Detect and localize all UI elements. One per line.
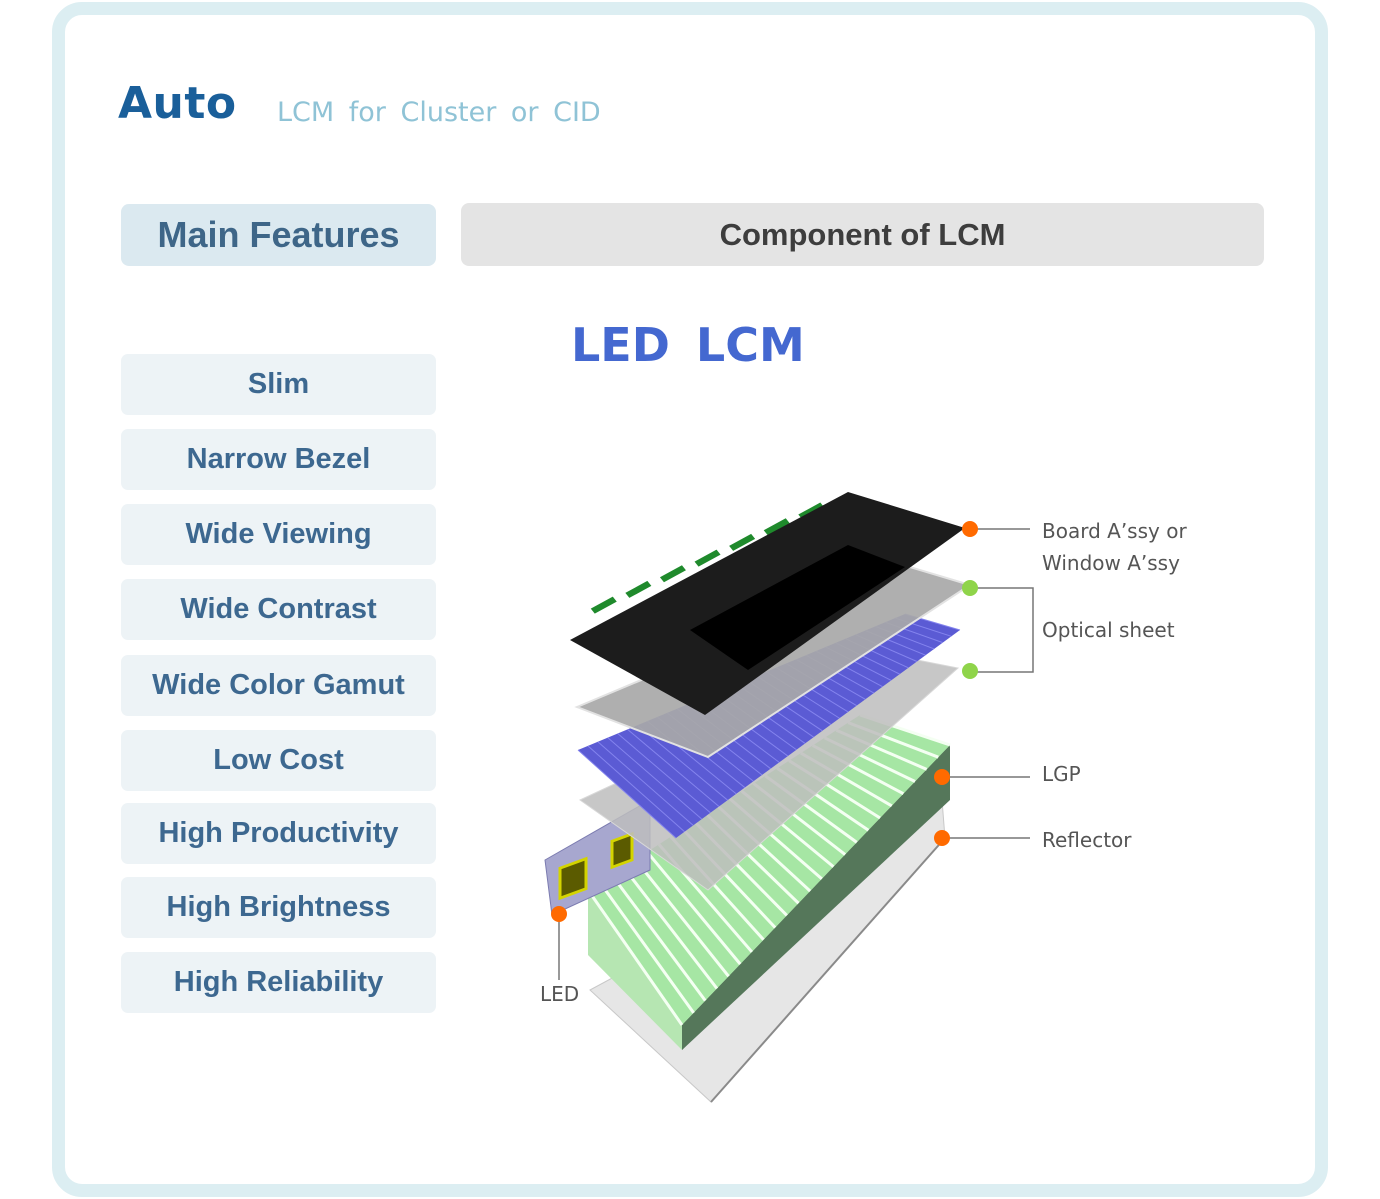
prism-line (617, 733, 711, 814)
panel-tab (590, 596, 617, 614)
feature-wide-viewing[interactable]: Wide Viewing (121, 504, 436, 565)
marker-led (551, 906, 567, 922)
lgp-ridge (622, 866, 719, 990)
prism-line (627, 729, 720, 807)
panel-tabs (590, 502, 825, 614)
led-chip (610, 831, 634, 870)
marker-board (962, 521, 978, 537)
prism-line (637, 724, 728, 801)
feature-wide-color-gamut[interactable]: Wide Color Gamut (121, 655, 436, 716)
label-lgp: LGP (1042, 762, 1081, 786)
marker-reflector (934, 830, 950, 846)
lgp-ridge (598, 881, 695, 1014)
panel-tab (729, 533, 756, 551)
leader-optical (970, 587, 1034, 673)
prism-line (607, 737, 703, 820)
label-reflector: Reflector (1042, 828, 1132, 852)
panel-tab (625, 580, 652, 598)
label-optical-sheet: Optical sheet (1042, 618, 1175, 642)
feature-slim[interactable]: Slim (121, 354, 436, 415)
marker-optical-bottom (962, 663, 978, 679)
component-of-lcm-tab[interactable]: Component of LCM (461, 203, 1264, 266)
feature-high-brightness[interactable]: High Brightness (121, 877, 436, 938)
page-subtitle: LCM for Cluster or CID (277, 97, 601, 128)
lgp-ridge (634, 858, 730, 978)
lgp-front (588, 890, 682, 1050)
feature-narrow-bezel[interactable]: Narrow Bezel (121, 429, 436, 490)
lgp-top (588, 715, 950, 1025)
lgp-ridge (645, 850, 742, 966)
feature-high-reliability[interactable]: High Reliability (121, 952, 436, 1013)
led-chip (558, 856, 588, 901)
feature-wide-contrast[interactable]: Wide Contrast (121, 579, 436, 640)
prism-sheet (578, 614, 960, 838)
feature-high-productivity[interactable]: High Productivity (121, 803, 436, 864)
prism-line (577, 749, 677, 839)
label-led: LED (540, 982, 579, 1006)
marker-lgp (934, 769, 950, 785)
diagram-title: LED LCM (571, 318, 805, 372)
panel-tab (763, 518, 790, 536)
main-features-tab[interactable]: Main Features (121, 204, 436, 266)
prism-line (597, 741, 694, 826)
panel-tab (659, 565, 686, 583)
label-board-line1: Board A’ssy or (1042, 519, 1187, 543)
panel-tab (694, 549, 721, 567)
reflector-edge (710, 837, 946, 1103)
lgp-ridge (586, 889, 684, 1026)
feature-low-cost[interactable]: Low Cost (121, 730, 436, 791)
label-board-line2: Window A’ssy (1042, 551, 1180, 575)
marker-optical-top (962, 580, 978, 596)
lgp-ridge (610, 873, 707, 1002)
prism-line (587, 745, 685, 833)
lcd-active-area (690, 545, 905, 670)
brand-title: Auto (118, 78, 237, 129)
lgp-end (682, 745, 950, 1050)
